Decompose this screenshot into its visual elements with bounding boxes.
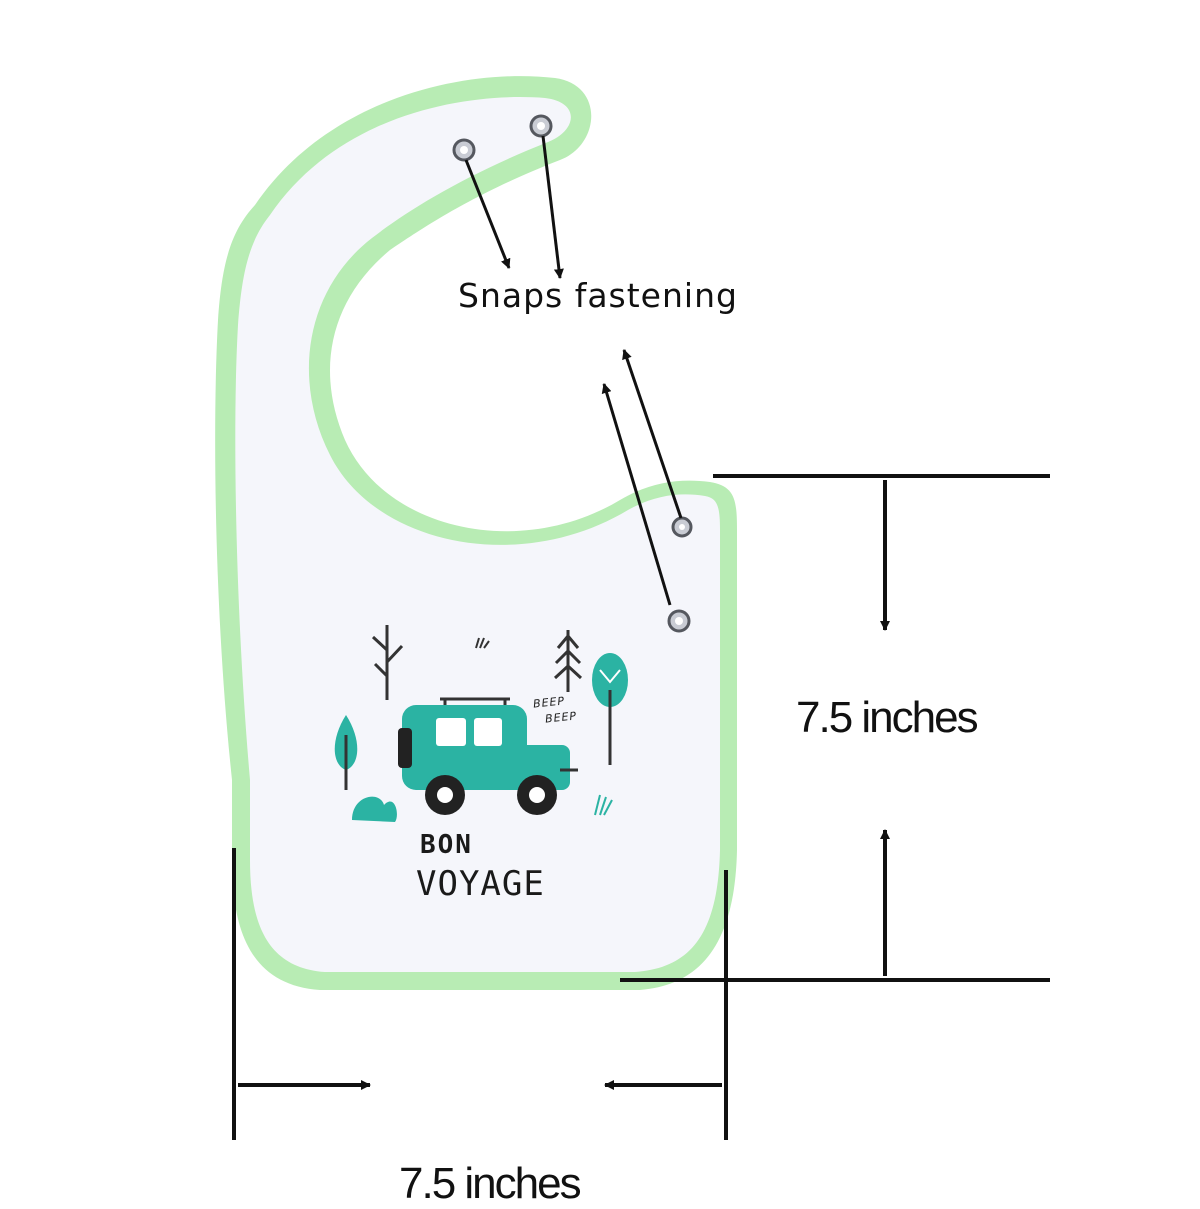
height-label: 7.5 inches [796, 693, 979, 742]
arrow-snap-1 [464, 159, 511, 269]
bush-icon [352, 796, 397, 822]
print-title-line1: BON [420, 830, 473, 860]
arrow-snap-4 [601, 383, 672, 606]
width-dimension [232, 848, 728, 1140]
snaps [452, 114, 693, 633]
arrow-snap-2 [541, 135, 564, 279]
arrow-snap-3 [622, 349, 683, 519]
height-dimension [620, 474, 1050, 982]
car-icon [398, 697, 578, 815]
bare-tree-left-icon [371, 625, 404, 700]
grass-icon [475, 637, 613, 816]
bib [215, 76, 737, 990]
width-label: 7.5 inches [399, 1159, 582, 1208]
print-title-line2: VOYAGE [416, 864, 545, 904]
snap-arrows [464, 135, 683, 606]
bib-print-illustration [334, 625, 628, 822]
snaps-fastening-label: Snaps fastening [458, 276, 738, 315]
pine-tree-icon [553, 630, 583, 692]
teal-tree-icon [334, 715, 358, 790]
round-tree-icon [592, 653, 628, 765]
